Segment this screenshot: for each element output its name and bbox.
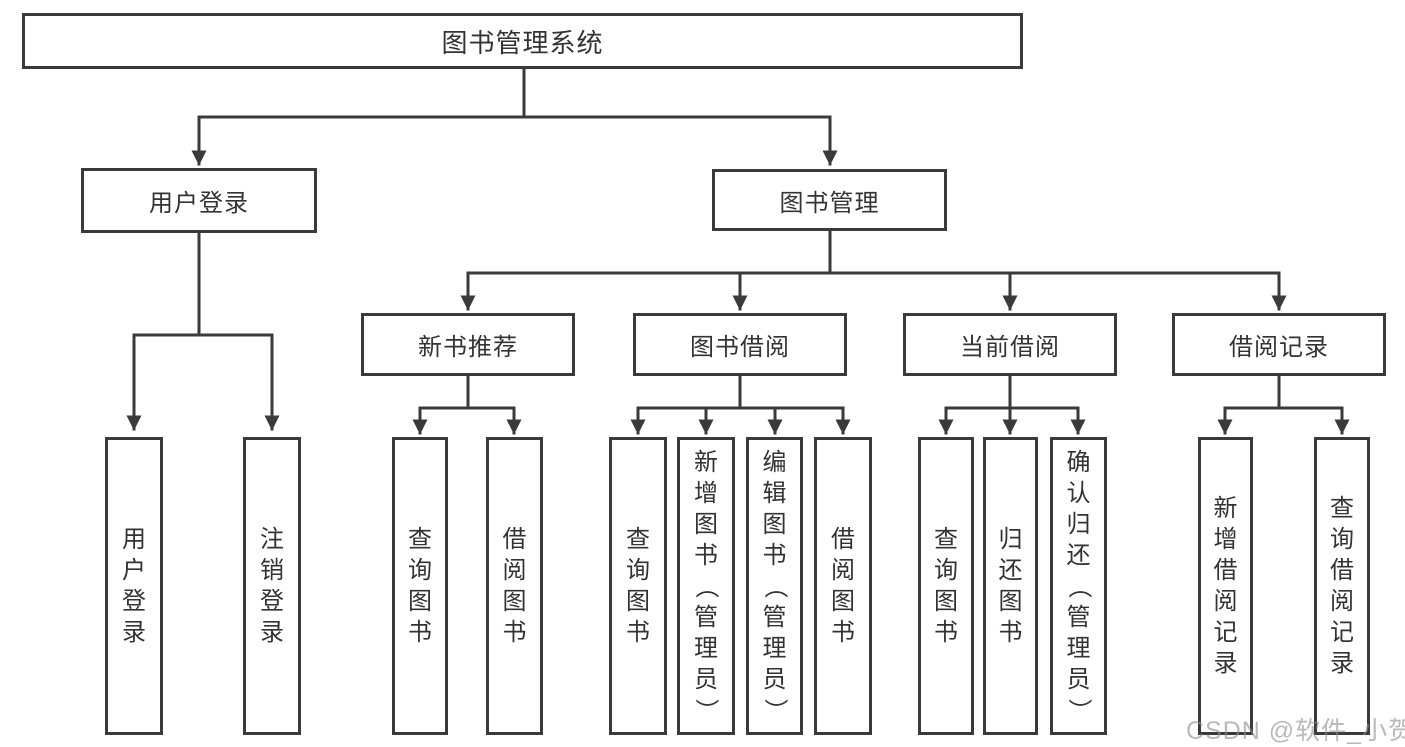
leaf-add-books-admin: 新增图书（管理员） [677, 437, 735, 735]
leaf-user-login: 用户登录 [105, 437, 163, 735]
node-borrow-records: 借阅记录 [1172, 313, 1386, 376]
node-book-borrow: 图书借阅 [633, 313, 847, 376]
leaf-add-borrow-record: 新增借阅记录 [1198, 437, 1253, 735]
node-current-borrow: 当前借阅 [903, 313, 1117, 376]
leaf-borrow-books: 借阅图书 [814, 437, 872, 735]
leaf-logout: 注销登录 [243, 437, 301, 735]
csdn-watermark: CSDN @软件_小贺同学 [1186, 717, 1405, 745]
leaf-recommend-query-books: 查询图书 [392, 437, 448, 735]
node-book-management: 图书管理 [712, 169, 947, 231]
node-library-system: 图书管理系统 [22, 13, 1023, 69]
node-user-login: 用户登录 [81, 168, 317, 233]
node-new-book-recommend: 新书推荐 [361, 313, 575, 376]
leaf-edit-books-admin: 编辑图书（管理员） [746, 437, 803, 735]
leaf-query-borrow-record: 查询借阅记录 [1314, 437, 1370, 735]
leaf-return-books: 归还图书 [983, 437, 1038, 735]
leaf-current-query-books: 查询图书 [918, 437, 974, 735]
leaf-borrow-query-books: 查询图书 [609, 437, 667, 735]
leaf-confirm-return-admin: 确认归还（管理员） [1050, 437, 1107, 735]
leaf-recommend-borrow-books: 借阅图书 [486, 437, 543, 735]
